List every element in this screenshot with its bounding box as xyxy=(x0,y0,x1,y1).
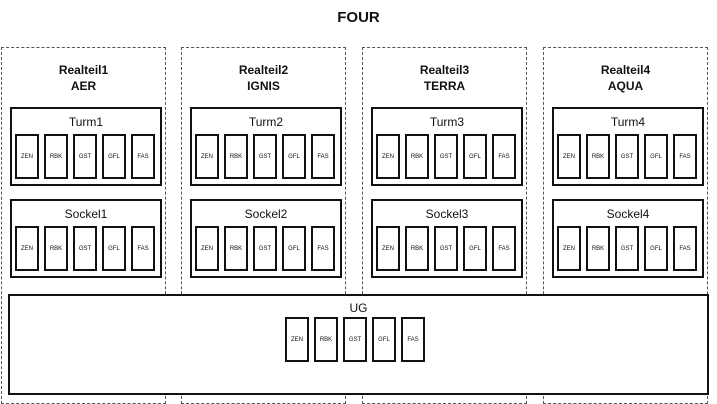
unit-row: ZEN RBK GST GFL FAS xyxy=(195,226,335,271)
unit-row: ZEN RBK GST GFL FAS xyxy=(557,134,697,179)
unit-gst: GST xyxy=(434,226,458,271)
realteil-name: Realteil2 xyxy=(238,63,289,77)
unit-row: ZEN RBK GST GFL FAS xyxy=(376,226,516,271)
unit-gfl: GFL xyxy=(282,134,306,179)
unit-gfl: GFL xyxy=(372,317,396,362)
ug-box: UG ZEN RBK GST GFL FAS xyxy=(8,294,709,395)
unit-row: ZEN RBK GST GFL FAS xyxy=(557,226,697,271)
unit-gst: GST xyxy=(343,317,367,362)
diagram-title: FOUR xyxy=(337,9,380,26)
unit-gst: GST xyxy=(615,226,639,271)
sockel-box: Sockel3 ZEN RBK GST GFL FAS xyxy=(371,199,523,278)
unit-row: ZEN RBK GST GFL FAS xyxy=(15,134,155,179)
unit-fas: FAS xyxy=(673,226,697,271)
turm-label: Turm2 xyxy=(248,115,284,129)
unit-zen: ZEN xyxy=(285,317,309,362)
sockel-box: Sockel4 ZEN RBK GST GFL FAS xyxy=(552,199,704,278)
unit-rbk: RBK xyxy=(314,317,338,362)
unit-zen: ZEN xyxy=(15,134,39,179)
sockel-label: Sockel4 xyxy=(606,207,650,221)
unit-fas: FAS xyxy=(492,134,516,179)
unit-gst: GST xyxy=(73,134,97,179)
unit-gfl: GFL xyxy=(102,226,126,271)
turm-label: Turm1 xyxy=(68,115,104,129)
unit-gfl: GFL xyxy=(102,134,126,179)
unit-rbk: RBK xyxy=(586,134,610,179)
unit-fas: FAS xyxy=(673,134,697,179)
unit-rbk: RBK xyxy=(44,134,68,179)
unit-zen: ZEN xyxy=(557,226,581,271)
turm-label: Turm4 xyxy=(610,115,646,129)
sockel-box: Sockel1 ZEN RBK GST GFL FAS xyxy=(10,199,162,278)
unit-row: ZEN RBK GST GFL FAS xyxy=(15,226,155,271)
realteil-2: Realteil2 IGNIS Turm2 ZEN RBK GST GFL FA… xyxy=(181,47,346,404)
sockel-label: Sockel2 xyxy=(244,207,288,221)
turm-box: Turm3 ZEN RBK GST GFL FAS xyxy=(371,107,523,186)
turm-box: Turm4 ZEN RBK GST GFL FAS xyxy=(552,107,704,186)
realteil-element: TERRA xyxy=(423,79,466,93)
turm-box: Turm2 ZEN RBK GST GFL FAS xyxy=(190,107,342,186)
turm-label: Turm3 xyxy=(429,115,465,129)
unit-fas: FAS xyxy=(311,226,335,271)
unit-gfl: GFL xyxy=(463,134,487,179)
unit-zen: ZEN xyxy=(195,134,219,179)
unit-rbk: RBK xyxy=(586,226,610,271)
unit-row: ZEN RBK GST GFL FAS xyxy=(285,317,425,362)
realteil-name: Realteil4 xyxy=(600,63,651,77)
unit-zen: ZEN xyxy=(376,226,400,271)
unit-gst: GST xyxy=(615,134,639,179)
realteil-element: AER xyxy=(70,79,97,93)
unit-fas: FAS xyxy=(311,134,335,179)
turm-box: Turm1 ZEN RBK GST GFL FAS xyxy=(10,107,162,186)
realteil-element: IGNIS xyxy=(247,79,280,93)
unit-rbk: RBK xyxy=(405,226,429,271)
unit-rbk: RBK xyxy=(44,226,68,271)
sockel-box: Sockel2 ZEN RBK GST GFL FAS xyxy=(190,199,342,278)
unit-fas: FAS xyxy=(401,317,425,362)
sockel-label: Sockel3 xyxy=(425,207,469,221)
unit-fas: FAS xyxy=(131,226,155,271)
unit-gst: GST xyxy=(253,134,277,179)
unit-gst: GST xyxy=(253,226,277,271)
unit-gfl: GFL xyxy=(282,226,306,271)
unit-gst: GST xyxy=(434,134,458,179)
unit-fas: FAS xyxy=(492,226,516,271)
unit-row: ZEN RBK GST GFL FAS xyxy=(195,134,335,179)
realteil-name: Realteil3 xyxy=(419,63,470,77)
unit-rbk: RBK xyxy=(224,226,248,271)
realteil-3: Realteil3 TERRA Turm3 ZEN RBK GST GFL FA… xyxy=(362,47,527,404)
realteil-4: Realteil4 AQUA Turm4 ZEN RBK GST GFL FAS… xyxy=(543,47,708,404)
unit-fas: FAS xyxy=(131,134,155,179)
unit-zen: ZEN xyxy=(195,226,219,271)
realteil-1: Realteil1 AER Turm1 ZEN RBK GST GFL FAS … xyxy=(1,47,166,404)
unit-gfl: GFL xyxy=(644,134,668,179)
unit-gst: GST xyxy=(73,226,97,271)
unit-zen: ZEN xyxy=(15,226,39,271)
unit-row: ZEN RBK GST GFL FAS xyxy=(376,134,516,179)
realteil-name: Realteil1 xyxy=(58,63,109,77)
sockel-label: Sockel1 xyxy=(64,207,108,221)
unit-rbk: RBK xyxy=(405,134,429,179)
unit-rbk: RBK xyxy=(224,134,248,179)
ug-label: UG xyxy=(349,301,368,315)
unit-zen: ZEN xyxy=(376,134,400,179)
unit-gfl: GFL xyxy=(463,226,487,271)
unit-gfl: GFL xyxy=(644,226,668,271)
unit-zen: ZEN xyxy=(557,134,581,179)
realteil-element: AQUA xyxy=(607,79,644,93)
